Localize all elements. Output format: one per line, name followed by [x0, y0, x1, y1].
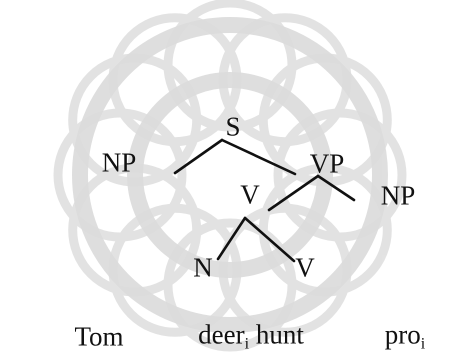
word-hunt: hunt — [255, 319, 304, 350]
branch-v-to-n — [216, 216, 247, 261]
branch-vp-to-v — [267, 174, 320, 212]
word-deer-hunt: deeri hunt — [198, 319, 304, 353]
pro-index-subscript: i — [420, 335, 426, 353]
node-np-right: NP — [380, 180, 416, 211]
node-np-left: NP — [101, 147, 137, 178]
word-pro: proi — [384, 319, 426, 353]
node-s: S — [225, 111, 241, 142]
branch-vp-to-np — [316, 174, 356, 202]
branch-s-to-np — [173, 138, 224, 175]
rosette-petal — [108, 13, 242, 147]
deer-index-subscript: i — [244, 335, 250, 353]
node-vp: VP — [309, 148, 345, 179]
rosette-petal — [68, 163, 202, 297]
branch-v-to-v — [243, 216, 296, 263]
rosette-petal — [218, 203, 352, 337]
word-pro-text: pro — [384, 319, 421, 350]
word-deer: deer — [198, 319, 245, 350]
node-v-upper: V — [240, 179, 260, 210]
word-tom: Tom — [74, 321, 124, 352]
node-n: N — [193, 252, 213, 283]
branch-s-to-vp — [220, 138, 297, 176]
node-v-lower: V — [295, 252, 315, 283]
rosette-petal — [218, 13, 352, 147]
